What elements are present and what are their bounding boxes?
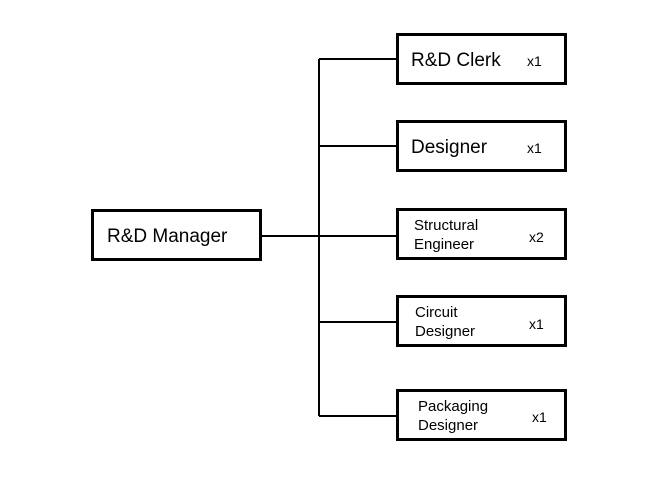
role-box-rd-clerk: R&D Clerk x1 (396, 33, 567, 85)
role-label-rd-clerk: R&D Clerk (411, 50, 501, 71)
role-box-circuit-designer: Circuit Designer x1 (396, 295, 567, 347)
manager-box: R&D Manager (91, 209, 262, 261)
role-label-designer: Designer (411, 137, 488, 158)
role-label-packaging-designer: Packaging Designer (418, 397, 488, 435)
role-label-line: Circuit (415, 304, 458, 321)
role-label-line: Designer (418, 417, 479, 434)
role-count-designer: x1 (527, 140, 542, 156)
role-count-packaging-designer: x1 (532, 409, 547, 425)
role-count-circuit-designer: x1 (529, 316, 544, 332)
role-box-designer: Designer x1 (396, 120, 567, 172)
role-count-structural-engineer: x2 (529, 229, 544, 245)
role-label-line: Packaging (418, 398, 489, 415)
role-label-circuit-designer: Circuit Designer (415, 303, 475, 341)
role-count-rd-clerk: x1 (527, 53, 542, 69)
role-label-line: Engineer (414, 236, 475, 253)
role-box-packaging-designer: Packaging Designer x1 (396, 389, 567, 441)
role-label-structural-engineer: Structural Engineer (414, 216, 478, 254)
manager-label: R&D Manager (107, 226, 228, 247)
role-label-line: Designer (415, 323, 476, 340)
role-box-structural-engineer: Structural Engineer x2 (396, 208, 567, 260)
role-label-line: Structural (414, 217, 479, 234)
